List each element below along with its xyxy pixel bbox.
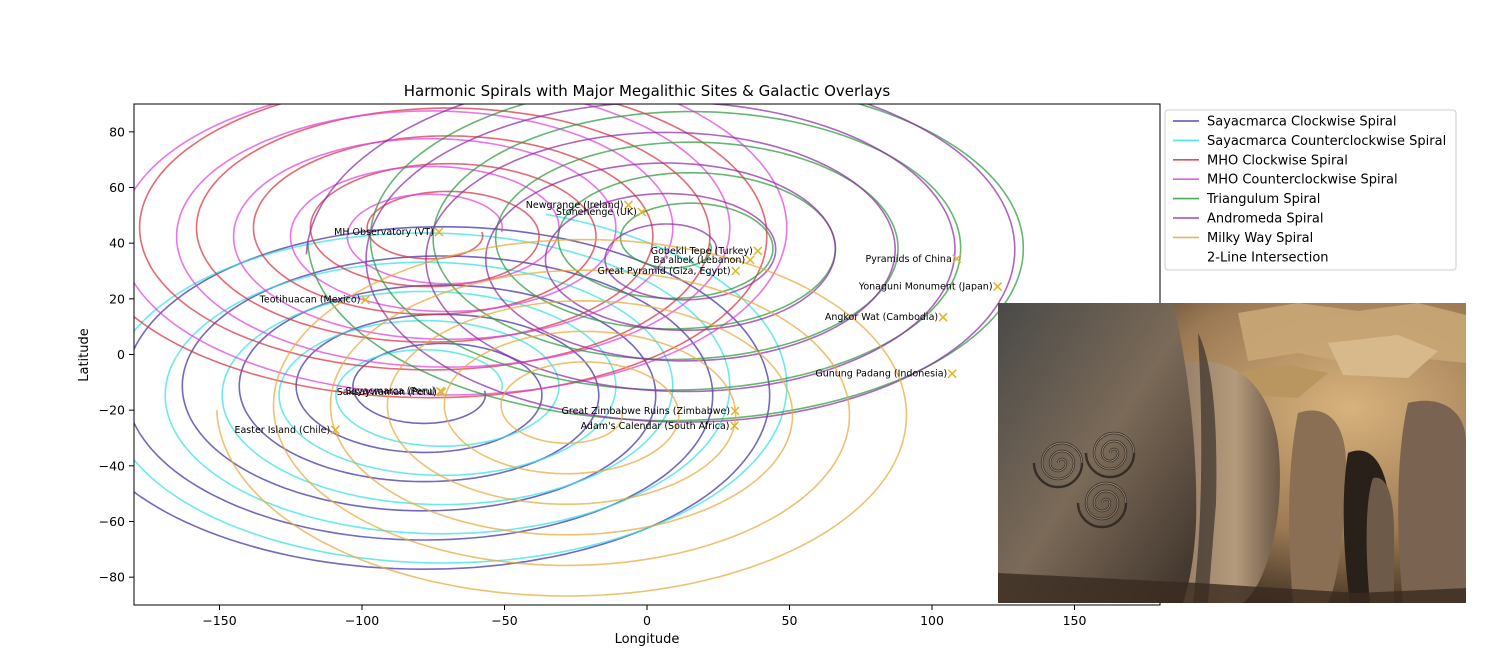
spiral-series-3 [134, 104, 788, 396]
site-label-13: Great Zimbabwe Ruins (Zimbabwe) [562, 406, 731, 417]
site-label-8: Teotihuacan (Mexico) [259, 295, 361, 306]
legend-label-0: Sayacmarca Clockwise Spiral [1207, 115, 1396, 130]
site-label-3: Gobekli Tepe (Turkey) [651, 246, 753, 257]
legend-label-4: Triangulum Spiral [1206, 192, 1320, 207]
legend-label-2: MHO Clockwise Spiral [1207, 153, 1348, 168]
y-tick-label-1: −60 [99, 514, 125, 529]
site-marker-2 [434, 227, 444, 237]
megalithic-photo [998, 303, 1466, 603]
x-axis-label: Longitude [615, 632, 680, 647]
site-marker-13 [730, 406, 740, 416]
x-tick-label-2: −50 [491, 613, 517, 628]
spiral-series-2 [134, 104, 768, 399]
site-label-1: Stonehenge (UK) [556, 207, 637, 218]
x-tick-label-6: 150 [1063, 613, 1087, 628]
site-marker-12 [437, 387, 447, 397]
y-tick-label-5: 20 [109, 291, 125, 306]
x-tick-label-4: 50 [782, 613, 798, 628]
legend-label-7: 2-Line Intersection [1207, 250, 1329, 265]
y-tick-label-8: 80 [109, 124, 125, 139]
spiral-series-4 [307, 104, 1025, 422]
legend-label-6: Milky Way Spiral [1207, 231, 1313, 246]
site-marker-5 [731, 266, 741, 276]
site-layer: Newgrange (Ireland)Stonehenge (UK) MH Obs… [234, 200, 1003, 436]
site-label-15: Easter Island (Chile) [234, 425, 330, 436]
x-tick-label-0: −150 [202, 613, 236, 628]
site-label-9: Angkor Wat (Cambodia) [825, 312, 938, 323]
y-tick-label-6: 40 [109, 236, 125, 251]
site-marker-3 [753, 246, 763, 256]
x-tick-label-5: 100 [920, 613, 944, 628]
site-label-11: Sayacmarca (Peru) [345, 386, 435, 397]
site-label-6: Pyramids of China [865, 254, 951, 265]
y-tick-label-2: −40 [99, 458, 125, 473]
legend-label-5: Andromeda Spiral [1207, 212, 1323, 227]
site-marker-10 [947, 369, 957, 379]
site-marker-14 [729, 421, 740, 431]
legend-label-3: MHO Counterclockwise Spiral [1207, 173, 1398, 188]
site-label-2: MH Observatory (VT) [334, 227, 434, 238]
site-label-0: Newgrange (Ireland) [526, 200, 624, 211]
site-label-4: Ba'albek (Lebanon) [653, 255, 745, 266]
legend-label-1: Sayacmarca Counterclockwise Spiral [1207, 134, 1446, 149]
site-marker-8 [360, 295, 370, 305]
y-axis-label: Latitude [77, 328, 92, 382]
site-marker-7 [993, 282, 1003, 292]
site-marker-1 [637, 207, 647, 217]
site-marker-15 [330, 425, 340, 435]
axis-ticks: −150 −100 −50 0 50 100 150 −80 −60 −40 −20 0 20 40 60 8… [99, 124, 1087, 628]
x-tick-label-3: 0 [643, 613, 651, 628]
site-label-10: Gunung Padang (Indonesia) [815, 369, 947, 380]
site-label-7: Yonaguni Monument (Japan) [858, 282, 993, 293]
y-tick-label-0: −80 [99, 570, 125, 585]
y-tick-label-3: −20 [99, 403, 125, 418]
legend-box [1164, 109, 1457, 271]
tomb-passage-illustration [998, 303, 1466, 603]
site-marker-4 [745, 255, 755, 265]
x-tick-label-1: −100 [345, 613, 379, 628]
site-marker-6 [952, 254, 962, 264]
site-label-12: Saksaywaman (Peru) [337, 387, 437, 398]
spiral-series-6 [215, 238, 908, 597]
y-tick-label-7: 60 [109, 180, 125, 195]
y-tick-label-4: 0 [117, 347, 125, 362]
site-marker-0 [623, 200, 634, 210]
spiral-layer [134, 104, 1025, 597]
spiral-series-0 [134, 225, 771, 571]
site-label-5: Great Pyramid (Giza, Egypt) [597, 266, 730, 277]
chart-title: Harmonic Spirals with Major Megalithic S… [404, 82, 891, 100]
site-marker-9 [938, 312, 948, 322]
site-label-14: Adam's Calendar (South Africa) [581, 421, 730, 432]
spiral-series-5 [305, 104, 1016, 423]
spiral-series-1 [134, 213, 788, 564]
